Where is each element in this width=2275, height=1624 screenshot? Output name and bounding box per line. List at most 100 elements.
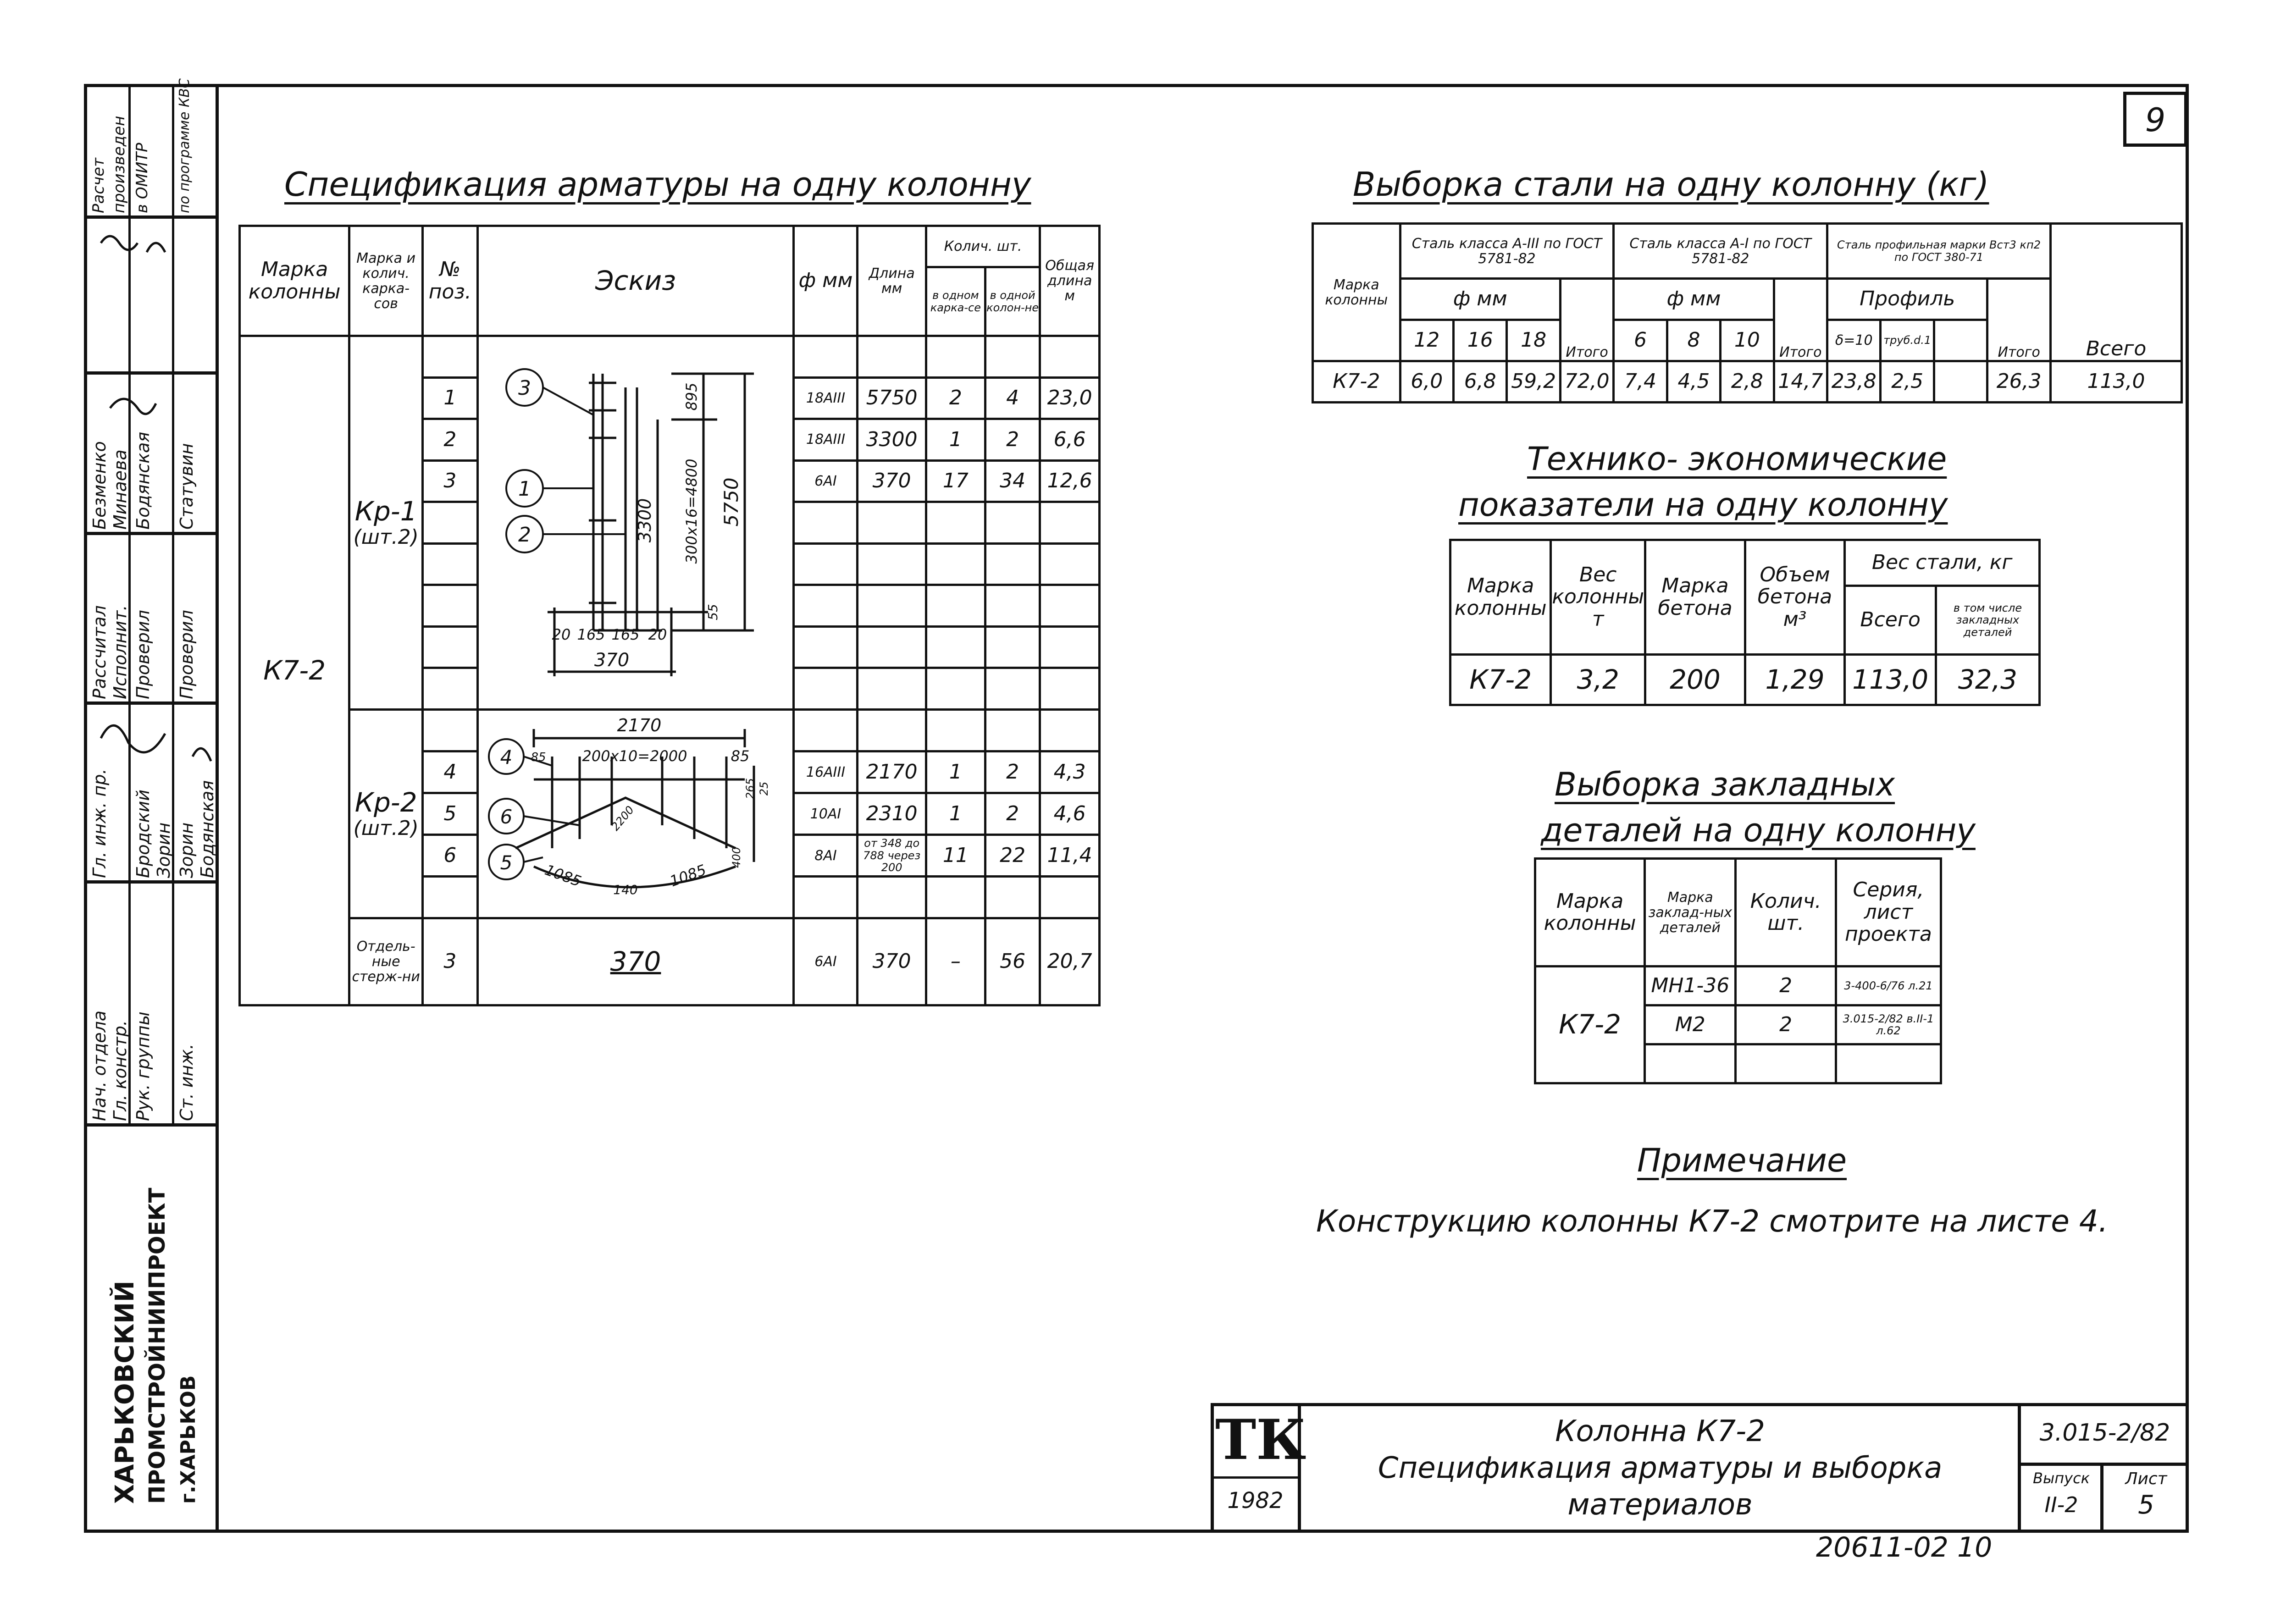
kr1-qf-2: 1 [924,418,986,462]
kr2-tot-5: 4,6 [1039,792,1101,836]
tech-title-2: показатели на одну колонну [1458,486,1948,524]
tb-issue-label: Выпуск [2033,1469,2090,1487]
emb-qty-1: 2 [1734,965,1837,1006]
kr2-dim-2170: 2170 [617,715,661,735]
kr1-sketch: 3 1 2 895 300x16=4800 5750 3300 55 20 16… [476,335,795,711]
kr1-qc-1: 4 [984,376,1041,420]
loose-len: 370 [856,917,927,1006]
h-dia: ф мм [792,225,859,337]
kr2-len-5: 2310 [856,792,927,836]
kr2-qc-6: 22 [984,834,1041,878]
kr2-qf-4: 1 [924,750,986,794]
kr2-dim-265: 265 [744,778,757,799]
loose-label: Отдель-ные стерж-ни [348,917,424,1006]
tb-code: 3.015-2/82 [2039,1419,2170,1447]
emb-h-mark: Марка колонны [1533,857,1646,967]
col-mark: К7-2 [238,335,351,1006]
tech-table: Марка колонны Вес колонны т Марка бетона… [1449,539,2041,706]
tb-sheet-label: Лист [2125,1469,2167,1488]
tech-weight: 3,2 [1550,653,1647,706]
st-h-total-a1: Итого [1772,277,1829,362]
h-frame-mark: Марка и колич. карка-сов [348,225,424,337]
kr1-tot-2: 6,6 [1039,418,1101,462]
kr1-qc-3: 34 [984,459,1041,503]
kr1-dia-2: 18AIII [792,418,859,462]
spec-title: Спецификация арматуры на одну колонну [284,165,1031,204]
tech-h-concrete: Марка бетона [1644,539,1746,656]
kr1-dim-20b: 20 [648,626,667,643]
kr1-dim-20a: 20 [552,626,570,643]
kr2-dim-1085a: 1085 [542,861,584,890]
kr2-dim-85b: 85 [731,747,749,765]
kr1-dia-3: 6AI [792,459,859,503]
st-h-a1: Сталь класса А-I по ГОСТ 5781-82 [1612,222,1829,280]
org-line-3: г.ХАРЬКОВ [177,1375,200,1504]
kr2-dim-85a: 85 [531,751,546,764]
kr1-dim-55: 55 [705,604,720,620]
st-p-1: 23,8 [1826,360,1882,403]
emb-series-1: 3-400-6/76 л.21 [1834,965,1943,1006]
kr2-qc-5: 2 [984,792,1041,836]
tk-logo: ТК [1215,1408,1306,1472]
kr1-dim-4800: 300x16=4800 [683,459,700,564]
kr2-sketch: 4 6 5 2170 85 200x10=2000 85 25 265 400 … [476,708,795,919]
embedded-table: Марка колонны Марка заклад-ных деталей К… [1533,857,1943,1084]
st-h-mark: Марка колонны [1312,222,1401,362]
emb-qty-2: 2 [1734,1004,1837,1045]
kr2-dim-25: 25 [758,782,770,796]
kr1-count: (шт.2) [353,525,419,549]
kr1-dim-165a: 165 [577,626,605,643]
tb-year: 1982 [1227,1488,1284,1514]
st-a1-total: 14,7 [1772,360,1829,403]
tech-incl: 32,3 [1934,653,2041,706]
tb-title-2: Спецификация арматуры и выборка [1378,1451,1943,1485]
kr1-tot-3: 12,6 [1039,459,1101,503]
tech-volume: 1,29 [1744,653,1846,706]
tech-h-mark: Марка колонны [1449,539,1552,656]
kr2-cell: Кр-2(шт.2) [348,708,424,919]
calc-note-1: Расчет [89,158,108,213]
kr1-pos-1: 1 [421,376,479,420]
kr1-cell: Кр-1(шт.2) [348,335,424,711]
kr1-drawing: 3 1 2 895 300x16=4800 5750 3300 55 20 16… [505,368,754,676]
st-h-prof: Сталь профильная марки Вст3 кп2 по ГОСТ … [1826,222,2052,280]
note-text: Конструкцию колонны К7-2 смотрите на лис… [1316,1204,2108,1239]
st-d16: 16 [1452,319,1508,362]
tech-concrete: 200 [1644,653,1746,706]
st-h-dia-a3: ф мм [1399,277,1561,321]
st-a1-1: 7,4 [1612,360,1668,403]
kr2-callout-4: 4 [500,746,512,768]
kr1-pos-3: 3 [421,459,479,503]
st-h-total-a3: Итого [1559,277,1615,362]
st-all: 113,0 [2049,360,2183,403]
kr2-drawing: 4 6 5 2170 85 200x10=2000 85 25 265 400 … [487,715,770,897]
emb-series-2: 3.015-2/82 в.II-1 л.62 [1834,1004,1943,1045]
kr2-tot-6: 11,4 [1039,834,1101,878]
loose-dia: 6AI [792,917,859,1006]
h-qty-col: в одной колон-не [984,266,1041,337]
emb-part-2: М2 [1644,1004,1737,1045]
st-d12: 12 [1399,319,1455,362]
loose-qf: – [924,917,986,1006]
calc-note-4: по программе КВС [177,78,193,213]
calc-note-3: в ОМИТР [133,143,151,213]
st-a3-2: 6,8 [1452,360,1508,403]
kr2-pos-5: 5 [421,792,479,836]
kr2-pos-6: 6 [421,834,479,878]
st-row-mark: К7-2 [1312,360,1401,403]
kr1-dim-165b: 165 [611,626,639,643]
st-h-profile: Профиль [1826,277,1989,321]
kr1-dim-5750: 5750 [720,478,742,527]
st-h-all: Всего [2049,222,2183,362]
st-a1-3: 2,8 [1719,360,1775,403]
st-h-a3: Сталь класса А-III по ГОСТ 5781-82 [1399,222,1615,280]
tech-h-steel: Вес стали, кг [1843,539,2041,587]
loose-qc: 56 [984,917,1041,1006]
h-qty: Колич. шт. [924,225,1041,268]
kr1-dim-895: 895 [683,382,700,410]
st-p-2: 2,5 [1879,360,1935,403]
kr2-pos-4: 4 [421,750,479,794]
kr2-callout-6: 6 [500,806,512,828]
kr1-qc-2: 2 [984,418,1041,462]
